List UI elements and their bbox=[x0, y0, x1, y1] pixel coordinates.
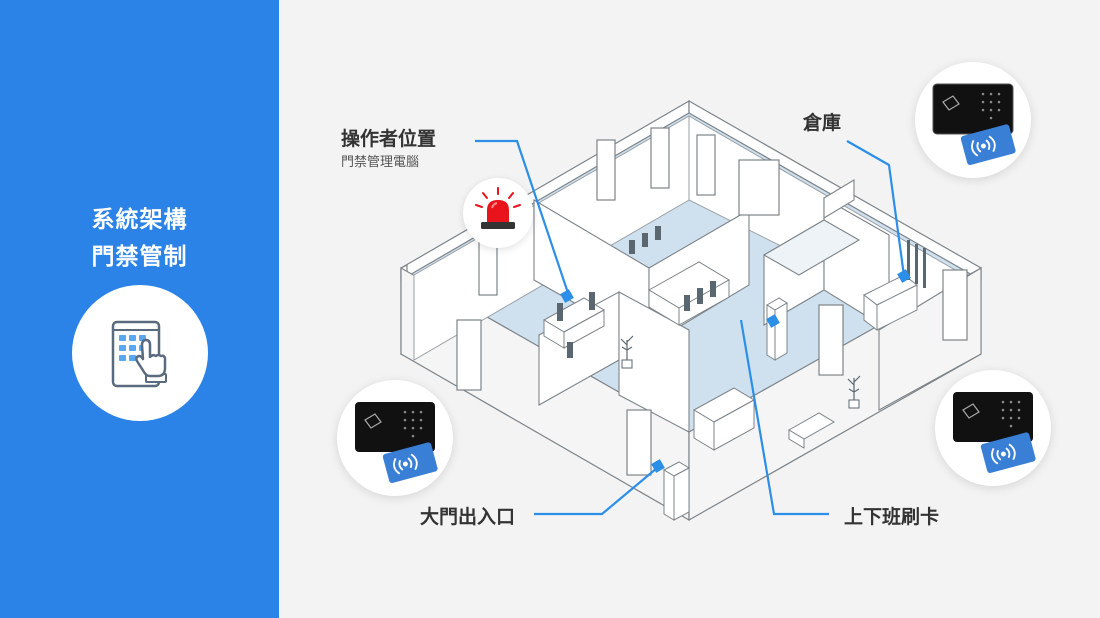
rfid-card-icon bbox=[960, 124, 1016, 165]
card-reader-device-right bbox=[935, 370, 1051, 486]
tablet-touch-keypad-icon bbox=[111, 320, 167, 388]
floor-plan-area: 操作者位置 門禁管理電腦 倉庫 大門出入口 上下班刷卡 bbox=[279, 0, 1100, 618]
sidebar-title-line2: 門禁管制 bbox=[91, 244, 188, 270]
card-reader-keypad-icon bbox=[953, 392, 1033, 442]
clock-in-label: 上下班刷卡 bbox=[844, 506, 940, 528]
sidebar-icon-circle bbox=[72, 285, 208, 421]
isometric-floor-plan bbox=[400, 99, 982, 522]
rfid-card-icon bbox=[980, 432, 1036, 473]
warehouse-label: 倉庫 bbox=[803, 112, 842, 134]
rfid-card-icon bbox=[382, 442, 438, 483]
operator-computer-label: 門禁管理電腦 bbox=[341, 155, 420, 170]
sidebar-title-line1: 系統架構 bbox=[91, 207, 188, 233]
red-siren-icon bbox=[463, 178, 533, 248]
card-reader-device-left bbox=[337, 380, 453, 496]
card-reader-keypad-icon bbox=[355, 402, 435, 452]
operator-location-label: 操作者位置 bbox=[341, 128, 437, 150]
sidebar: 系統架構 門禁管制 bbox=[0, 0, 279, 618]
main-gate-label: 大門出入口 bbox=[420, 506, 516, 528]
card-reader-device-top-right bbox=[915, 62, 1031, 178]
